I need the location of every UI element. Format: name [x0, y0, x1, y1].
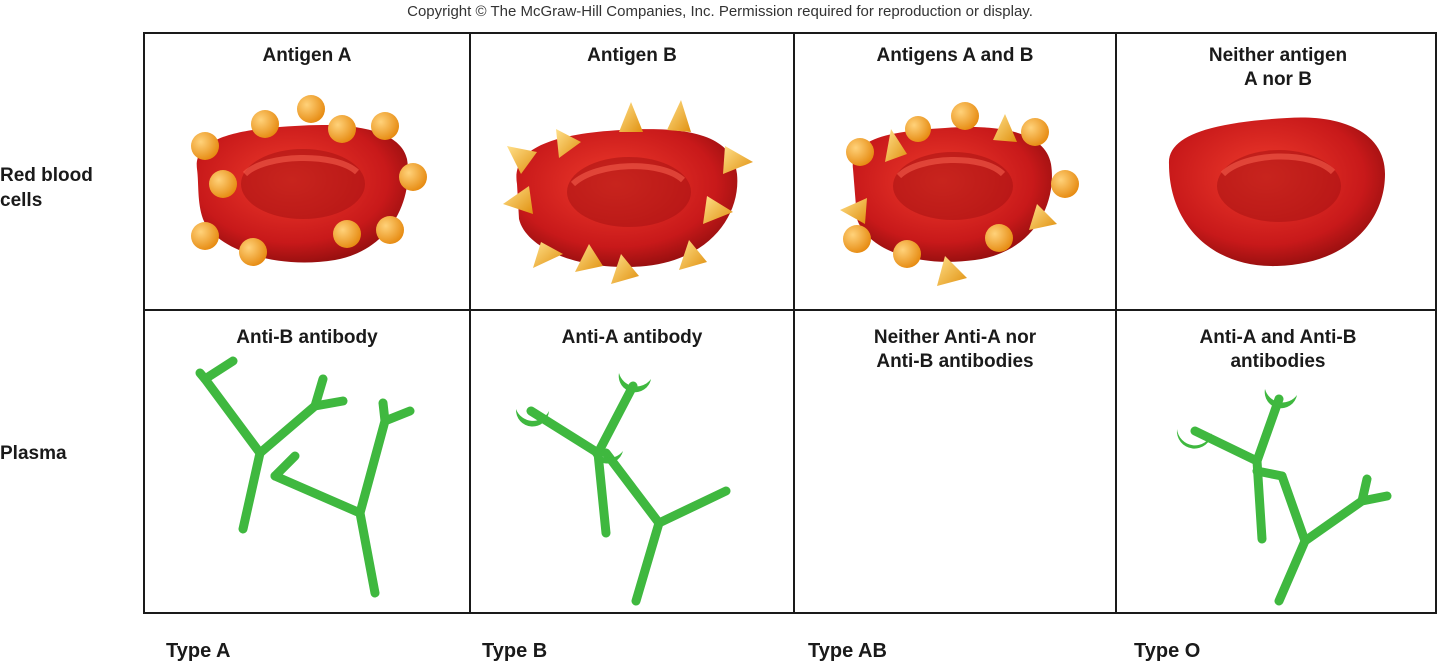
plasma-cell-type-a: Anti-B antibody — [145, 311, 469, 614]
plasma-cell-type-b: Anti-A antibody — [471, 311, 793, 614]
anti-b-antibody-illustration — [195, 356, 415, 598]
type-label-a: Type A — [166, 640, 231, 662]
plasma-title-type-o: Anti-A and Anti-B antibodies — [1199, 327, 1357, 372]
grid-divider — [1115, 34, 1117, 612]
rbc-cell-type-ab: Antigens A and B — [795, 34, 1115, 309]
grid-divider — [469, 34, 471, 612]
rbc-cell-type-a: Antigen A — [145, 34, 469, 309]
plasma-title-type-ab: Neither Anti-A nor Anti-B antibodies — [873, 327, 1037, 372]
anti-a-and-anti-b-antibodies-illustration — [1176, 389, 1392, 606]
type-label-b: Type B — [482, 640, 548, 662]
row-label-plasma: Plasma — [0, 443, 67, 464]
rbc-title-type-o: Neither antigen A nor B — [1208, 45, 1348, 90]
red-blood-cell-with-antigen-a-illustration — [191, 95, 427, 266]
plasma-title-type-b: Anti-A antibody — [561, 327, 703, 348]
row-label-red-blood-cells: Red blood cells — [0, 165, 93, 211]
red-blood-cell-with-antigens-a-and-b-illustration — [840, 102, 1079, 286]
rbc-cell-type-b: Antigen B — [471, 34, 793, 309]
rbc-title-type-a: Antigen A — [262, 45, 352, 66]
rbc-title-type-ab: Antigens A and B — [876, 45, 1034, 66]
red-blood-cell-with-antigen-b-illustration — [503, 100, 753, 284]
type-label-ab: Type AB — [808, 640, 887, 662]
plasma-cell-type-ab: Neither Anti-A nor Anti-B antibodies — [795, 311, 1115, 614]
rbc-title-type-b: Antigen B — [587, 45, 677, 66]
rbc-cell-type-o: Neither antigen A nor B — [1117, 34, 1439, 309]
plasma-title-type-a: Anti-B antibody — [236, 327, 378, 348]
type-label-o: Type O — [1134, 640, 1201, 662]
red-blood-cell-without-antigens-illustration — [1168, 117, 1385, 267]
anti-a-antibody-illustration — [515, 373, 739, 606]
blood-type-grid: Antigen A — [143, 32, 1437, 614]
grid-divider — [793, 34, 795, 612]
copyright-notice: Copyright © The McGraw-Hill Companies, I… — [407, 3, 1033, 20]
plasma-cell-type-o: Anti-A and Anti-B antibodies — [1117, 311, 1439, 614]
grid-divider — [145, 309, 1435, 311]
